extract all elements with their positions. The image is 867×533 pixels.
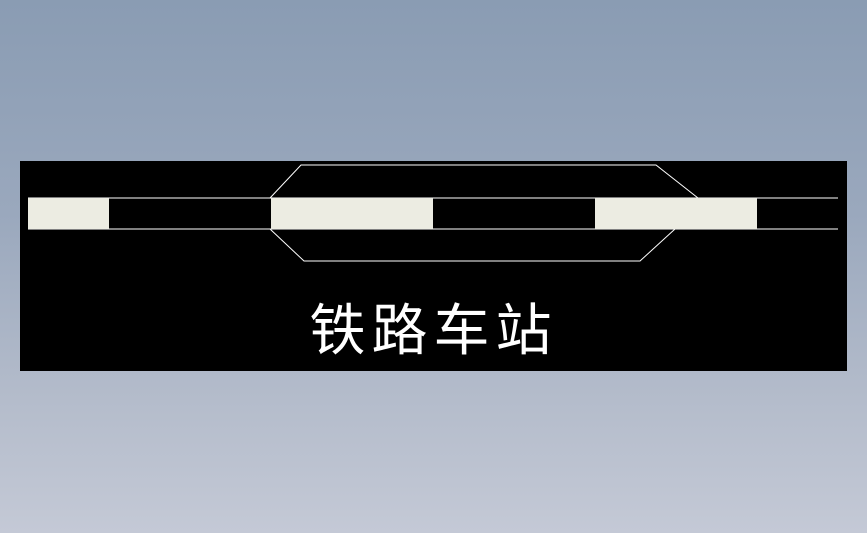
- drawing-canvas: 铁路车站: [20, 161, 847, 371]
- upper-siding-track: [269, 164, 699, 199]
- railway-station-diagram: [28, 164, 838, 262]
- track-block-light-2: [271, 198, 433, 229]
- track-block-light-3: [595, 198, 757, 229]
- station-title-label: 铁路车站: [309, 299, 558, 364]
- lower-siding-track: [269, 228, 676, 262]
- track-block-light-1: [28, 198, 109, 229]
